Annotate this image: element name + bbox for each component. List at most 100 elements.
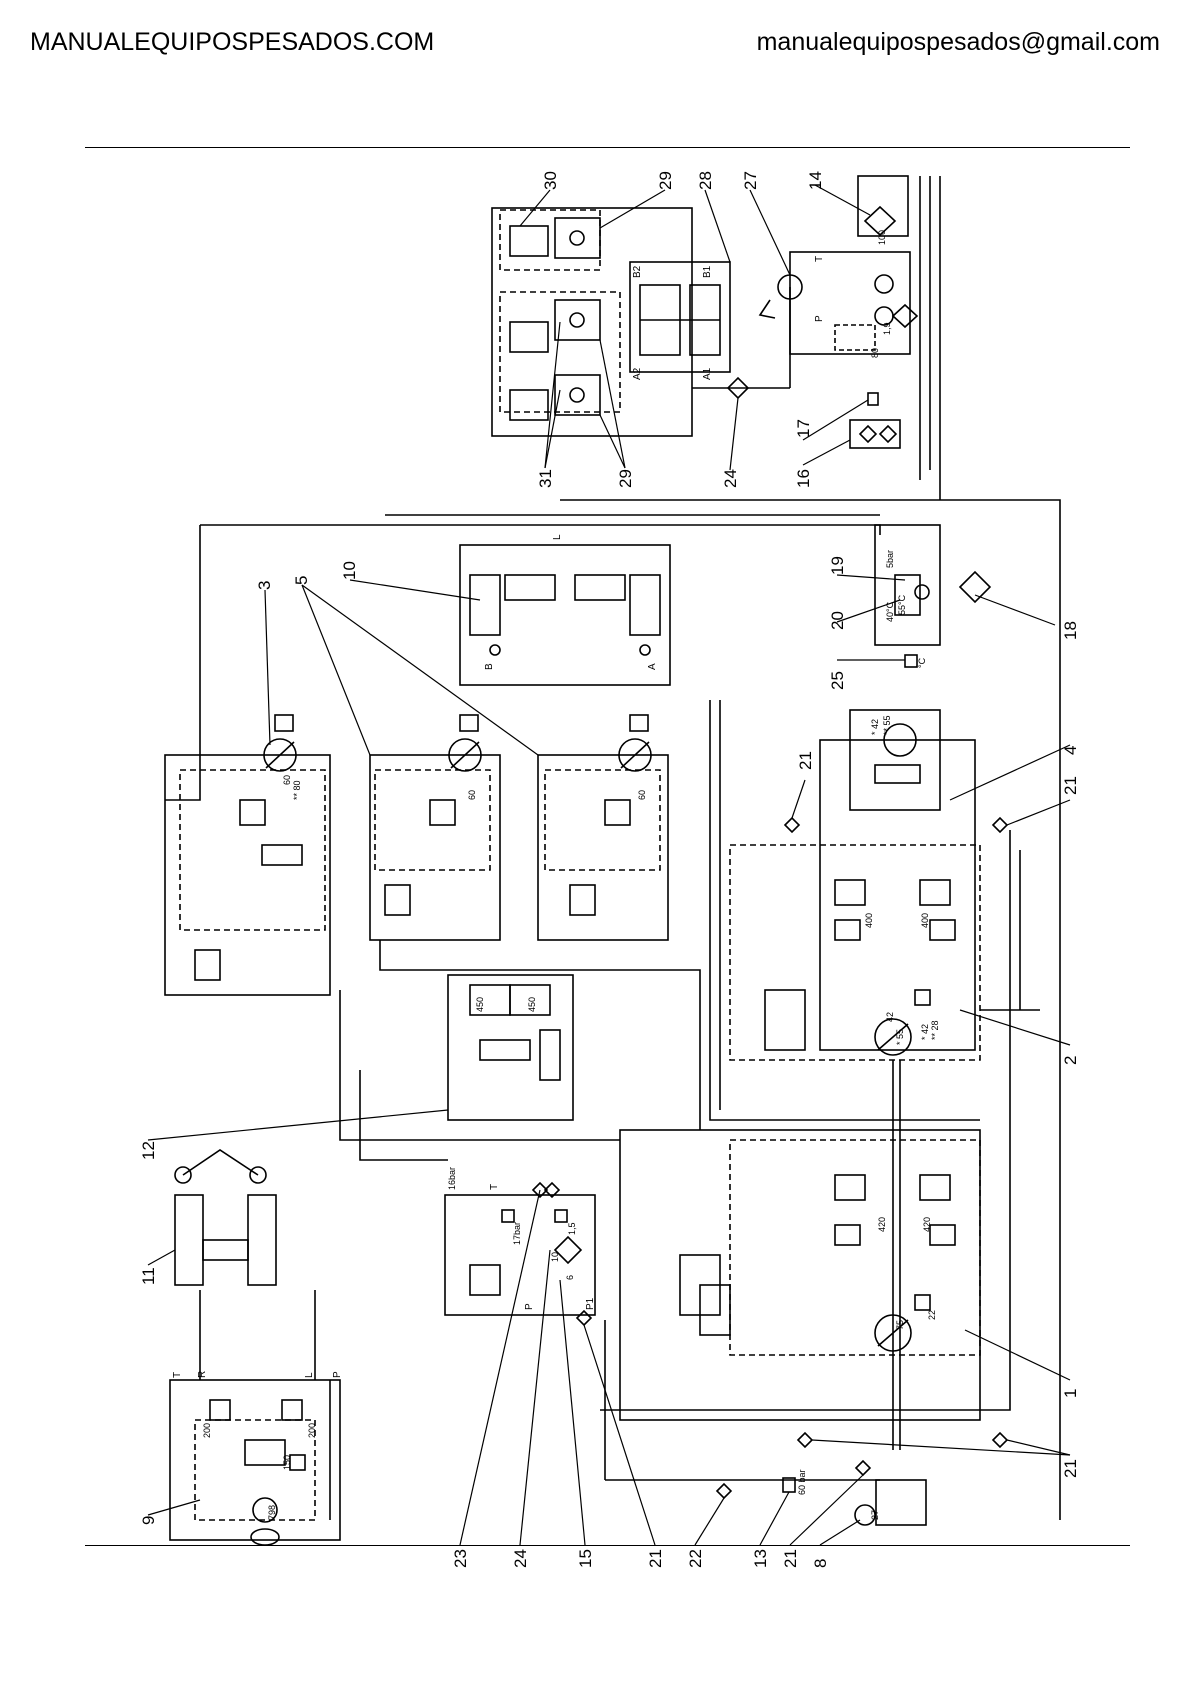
node-21b — [991, 1431, 1009, 1449]
motor-ctrl-5b — [629, 714, 649, 732]
spec-60-5b: 60 — [637, 790, 647, 800]
callout-5: 5 — [292, 576, 311, 585]
callout-1: 1 — [1061, 1389, 1080, 1398]
steering-cylinder-right — [247, 1194, 277, 1286]
pump-block-5b — [537, 754, 669, 941]
check-17 — [867, 392, 879, 406]
callout-31: 31 — [536, 469, 555, 488]
spec-42b-2: * 42 — [920, 1024, 930, 1040]
steering-motor — [252, 1497, 278, 1523]
filter-16 — [849, 419, 901, 449]
spool-10a — [629, 574, 661, 636]
callout-25: 25 — [828, 671, 847, 690]
callout-12: 12 — [139, 1141, 158, 1160]
spec-150: 150 — [282, 1455, 292, 1470]
callout-8: 8 — [811, 1559, 830, 1568]
spec-42-4: * 42 — [870, 719, 880, 735]
header-email: manualequipospesados@gmail.com — [756, 28, 1160, 56]
node-21d — [991, 816, 1009, 834]
spec-200a: 200 — [202, 1423, 212, 1438]
port-B-10: B — [484, 663, 495, 670]
steering-spool — [244, 1439, 286, 1466]
top-rule — [85, 147, 1130, 148]
callout-17: 17 — [794, 419, 813, 438]
callout-14: 14 — [806, 171, 825, 190]
thermo-block — [874, 524, 941, 646]
spec-42-2: 42 — [885, 1012, 895, 1022]
spec-80-3: ** 80 — [292, 780, 302, 800]
callout-4: 4 — [1061, 746, 1080, 755]
callout-19: 19 — [828, 556, 847, 575]
spec-400b: 400 — [920, 913, 930, 928]
port-A1: A1 — [702, 367, 713, 380]
engine-tank — [875, 1479, 927, 1526]
steering-section — [169, 1149, 341, 1546]
callout-29-mid: 29 — [616, 469, 635, 488]
cylinder-group-dashed — [499, 291, 621, 413]
pump-5a — [448, 738, 482, 772]
lock-valve-29c — [554, 374, 601, 416]
callout-3: 3 — [255, 581, 274, 590]
spec-200b: 200 — [307, 1423, 317, 1438]
spec-80-top: 80 — [870, 348, 880, 358]
header-site-name: MANUALEQUIPOSPESADOS.COM — [30, 28, 435, 56]
check-21-bottom — [854, 1459, 872, 1477]
motor-unit — [874, 274, 894, 294]
callout-28: 28 — [696, 171, 715, 190]
spec-60-3: 60 — [282, 775, 292, 785]
spec-400a: 400 — [864, 913, 874, 928]
callout-21-c: 21 — [1061, 1459, 1080, 1478]
spec-75: 75 — [895, 1320, 905, 1330]
callout-20: 20 — [828, 611, 847, 630]
callout-23: 23 — [451, 1549, 470, 1568]
cylinder-3 — [509, 225, 549, 257]
pump-block-1 — [619, 1129, 981, 1421]
port-B2: B2 — [632, 265, 643, 278]
lock-valve-29b — [554, 299, 601, 341]
callout-18: 18 — [1061, 621, 1080, 640]
port-A-10: A — [647, 663, 658, 670]
middle-lower — [339, 700, 1040, 1481]
spec-450b: 450 — [527, 997, 537, 1012]
motor-ctrl-3 — [274, 714, 294, 732]
spec-55c: 55°C — [897, 594, 907, 615]
pump-block-5a — [369, 754, 501, 941]
spec-5bar: 5bar — [885, 550, 895, 568]
valve-28-block — [629, 261, 731, 373]
port-R-9: R — [197, 1371, 208, 1378]
steering-unit-9 — [169, 1379, 341, 1541]
pump-8 — [854, 1504, 876, 1526]
spec-labels: 100 1,9 80 5bar 55°C 40°C °C 60 ** 80 60… — [202, 230, 940, 1520]
spec-16bar: 16bar — [447, 1167, 457, 1190]
callout-21-e: 21 — [781, 1549, 800, 1568]
spec-60-5a: 60 — [467, 790, 477, 800]
pump-block-3 — [164, 754, 331, 996]
spool-2 — [764, 989, 806, 1051]
port-L-9: L — [304, 1372, 315, 1378]
callout-11: 11 — [139, 1267, 158, 1285]
bottom-rule — [85, 1545, 1130, 1546]
pump-unit — [874, 306, 894, 326]
spec-450a: 450 — [475, 997, 485, 1012]
spec-17bar: 17bar — [512, 1222, 522, 1245]
steering-wheel — [250, 1528, 280, 1546]
spec-degc: °C — [917, 657, 927, 668]
spec-28-2: ** 28 — [930, 1020, 940, 1040]
middle-upper — [164, 499, 1061, 1520]
spec-10: 10 — [550, 1252, 560, 1262]
callout-22: 22 — [686, 1549, 705, 1568]
callout-15: 15 — [576, 1549, 595, 1568]
spec-420a: 420 — [877, 1217, 887, 1232]
callout-24-bottom: 24 — [511, 1549, 530, 1568]
spec-1-5: 1,5 — [567, 1222, 577, 1235]
motor-block-4 — [849, 709, 941, 811]
block-2-outline — [819, 739, 976, 1051]
port-labels: T P B2 B1 A2 A1 L B A T P P1 T R L P — [172, 256, 825, 1378]
spec-420b: 420 — [922, 1217, 932, 1232]
spec-22: 22 — [927, 1310, 937, 1320]
spec-55-2: * 55 — [895, 1029, 905, 1045]
callout-9: 9 — [139, 1516, 158, 1525]
valve-block-12 — [447, 974, 574, 1121]
motor-ctrl-5a — [459, 714, 479, 732]
